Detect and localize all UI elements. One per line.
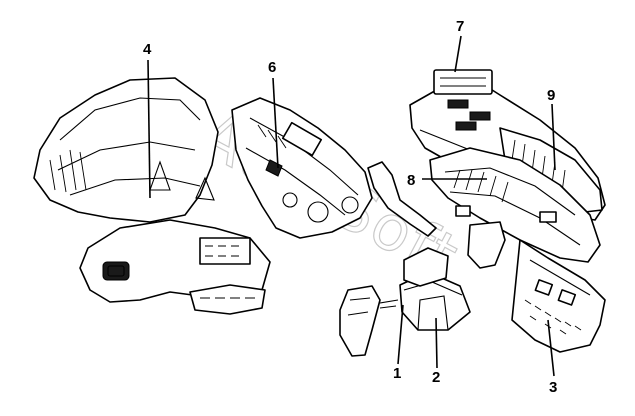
callout-9-label: 9 [547,87,555,104]
part-8-floor-cross-member [429,147,601,263]
callout-3-label: 3 [549,379,557,396]
callout-4-leader [147,59,151,199]
callout-9-leader [551,103,556,171]
part-1-small-bracket [339,285,399,357]
callout-2-leader [435,317,438,369]
part-6-bracket-assembly [231,97,373,239]
callout-2-label: 2 [432,369,440,386]
part-4-front-shell [33,77,271,315]
callout-1-leader [397,304,404,365]
part-brace [367,161,437,237]
callout-6-leader [272,77,279,169]
part-2-bracket-box [399,247,471,331]
callout-1-label: 1 [393,365,401,382]
callout-4-label: 4 [143,41,152,58]
part-strut [467,221,506,269]
callout-7-label: 7 [456,18,464,35]
callout-6-label: 6 [268,59,276,76]
callout-7-leader [454,35,462,73]
part-3-floor-pan [511,239,606,353]
callout-8-label: 8 [407,172,415,189]
callout-3-leader [547,319,555,377]
